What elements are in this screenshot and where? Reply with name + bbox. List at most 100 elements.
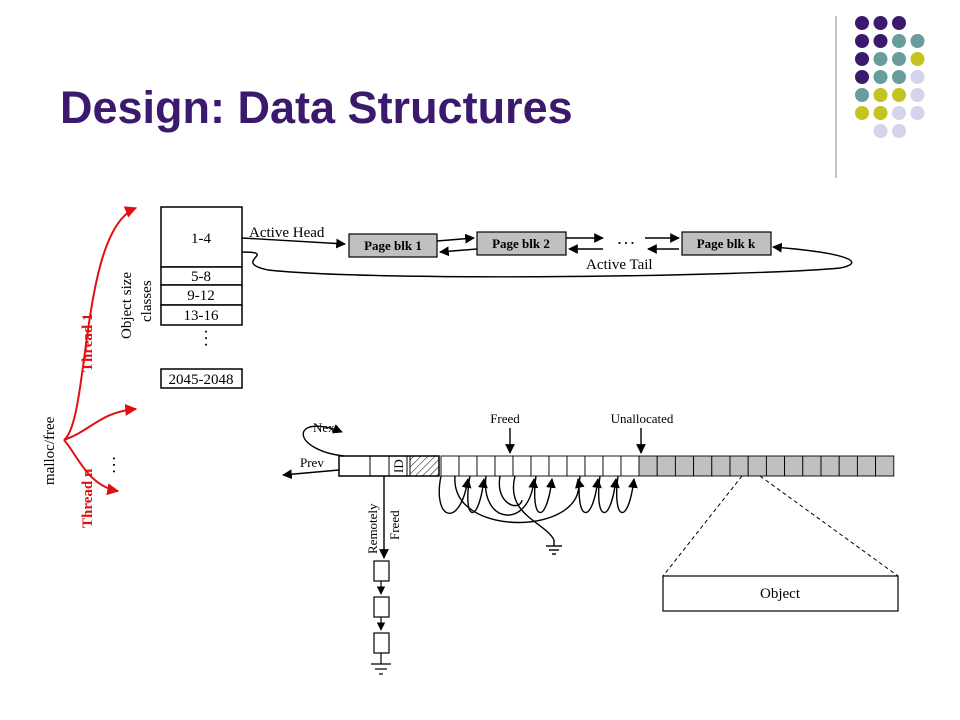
active-head-label: Active Head	[249, 225, 325, 241]
unallocated-label: Unallocated	[611, 411, 674, 426]
classes-label: classes	[139, 280, 155, 322]
object-cell	[566, 455, 586, 477]
size-class-5-8: 5-8	[191, 269, 211, 285]
size-class-1-4: 1-4	[191, 231, 211, 247]
prev-arrow	[282, 469, 340, 480]
decorative-dot	[892, 70, 906, 84]
freed-list-arrows	[438, 475, 638, 555]
decorative-dot	[855, 106, 869, 120]
active-head-arrow	[241, 237, 346, 249]
decorative-dot	[892, 52, 906, 66]
header-hatched-cell	[409, 455, 440, 477]
page-block-1	[348, 233, 438, 258]
decorative-dot	[892, 88, 906, 102]
object-cells-allocated	[440, 455, 640, 477]
decorative-dot	[873, 88, 888, 102]
object-cell	[765, 455, 786, 477]
decorative-dot	[910, 52, 925, 66]
size-class-box-4	[160, 304, 243, 326]
object-cell	[602, 455, 622, 477]
slide-title: Design: Data Structures	[60, 82, 573, 133]
object-cell	[820, 455, 840, 477]
thread-arrows	[63, 206, 138, 496]
object-cell	[711, 455, 731, 477]
object-cell	[656, 455, 676, 477]
decorative-dot	[873, 106, 888, 120]
page-block-ellipsis: . . .	[618, 232, 634, 247]
object-cell	[747, 455, 767, 477]
decorative-dot	[855, 88, 869, 102]
object-cell	[440, 455, 460, 477]
size-class-13-16: 13-16	[184, 308, 219, 324]
decorative-dot	[892, 106, 906, 120]
decorative-dot	[873, 16, 888, 30]
size-class-ellipsis: . . .	[202, 330, 217, 346]
decorative-dot	[873, 124, 888, 138]
size-class-box-last	[160, 368, 243, 389]
remotely-label: Remotely	[365, 503, 380, 554]
object-cell	[856, 455, 877, 477]
page-block-2	[476, 231, 567, 256]
object-cell	[802, 455, 822, 477]
decorative-dot	[855, 70, 869, 84]
decorative-dot	[910, 70, 925, 84]
object-cell	[875, 455, 895, 477]
decorative-dot	[892, 16, 906, 30]
size-class-9-12: 9-12	[187, 288, 215, 304]
object-cell	[512, 455, 532, 477]
page-block-k-label: Page blk k	[697, 236, 756, 251]
page-block-2-label: Page blk 2	[492, 236, 550, 251]
decorative-dot-grid	[855, 16, 925, 138]
active-tail-arrow	[241, 242, 853, 278]
object-cell	[674, 455, 695, 477]
object-cell	[476, 455, 496, 477]
active-tail-label: Active Tail	[586, 257, 653, 273]
object-cell	[693, 455, 713, 477]
object-cell	[494, 455, 514, 477]
object-label: Object	[760, 586, 801, 602]
next-arrow	[302, 424, 345, 457]
object-size-label: Object size	[119, 272, 135, 339]
decorative-dot	[892, 34, 906, 48]
object-cell	[784, 455, 804, 477]
next-label: Next	[313, 420, 339, 435]
decorative-dot	[873, 52, 888, 66]
decorative-dot	[910, 106, 925, 120]
thread1-arrow	[63, 206, 138, 441]
remote-node-3	[373, 632, 390, 654]
page-block-1-label: Page blk 1	[364, 238, 422, 253]
object-cell	[530, 455, 550, 477]
object-cell	[584, 455, 604, 477]
zoom-line-left	[662, 475, 743, 577]
page-block-k	[681, 231, 772, 256]
zoom-line-right	[759, 475, 899, 577]
decorative-dot	[910, 34, 925, 48]
decorative-dot	[873, 70, 888, 84]
freed-label: Freed	[490, 411, 520, 426]
threadn-arrow	[63, 439, 120, 496]
remote-chain-null	[371, 653, 391, 675]
thread-ellipsis: . . .	[103, 457, 118, 473]
decorative-dot	[873, 34, 888, 48]
object-box	[662, 575, 899, 612]
object-cell	[838, 455, 858, 477]
object-cell	[729, 455, 749, 477]
remotely-freed-label: Freed	[387, 510, 402, 540]
thread1-label: Thread 1	[80, 314, 96, 372]
thread-middle-arrow	[63, 403, 138, 441]
size-class-2045-2048: 2045-2048	[169, 372, 234, 388]
object-cell	[638, 455, 658, 477]
object-cell	[548, 455, 568, 477]
object-cells-unallocated	[638, 455, 895, 477]
remote-node-1	[373, 560, 390, 582]
decorative-dot	[855, 34, 869, 48]
malloc-free-label: malloc/free	[42, 416, 58, 485]
object-cell	[620, 455, 640, 477]
threadn-label: Thread n	[80, 468, 96, 528]
decorative-dot	[892, 124, 906, 138]
decorative-dot	[855, 16, 869, 30]
prev-label: Prev	[300, 455, 324, 470]
remote-node-2	[373, 596, 390, 618]
decorative-dot	[910, 88, 925, 102]
